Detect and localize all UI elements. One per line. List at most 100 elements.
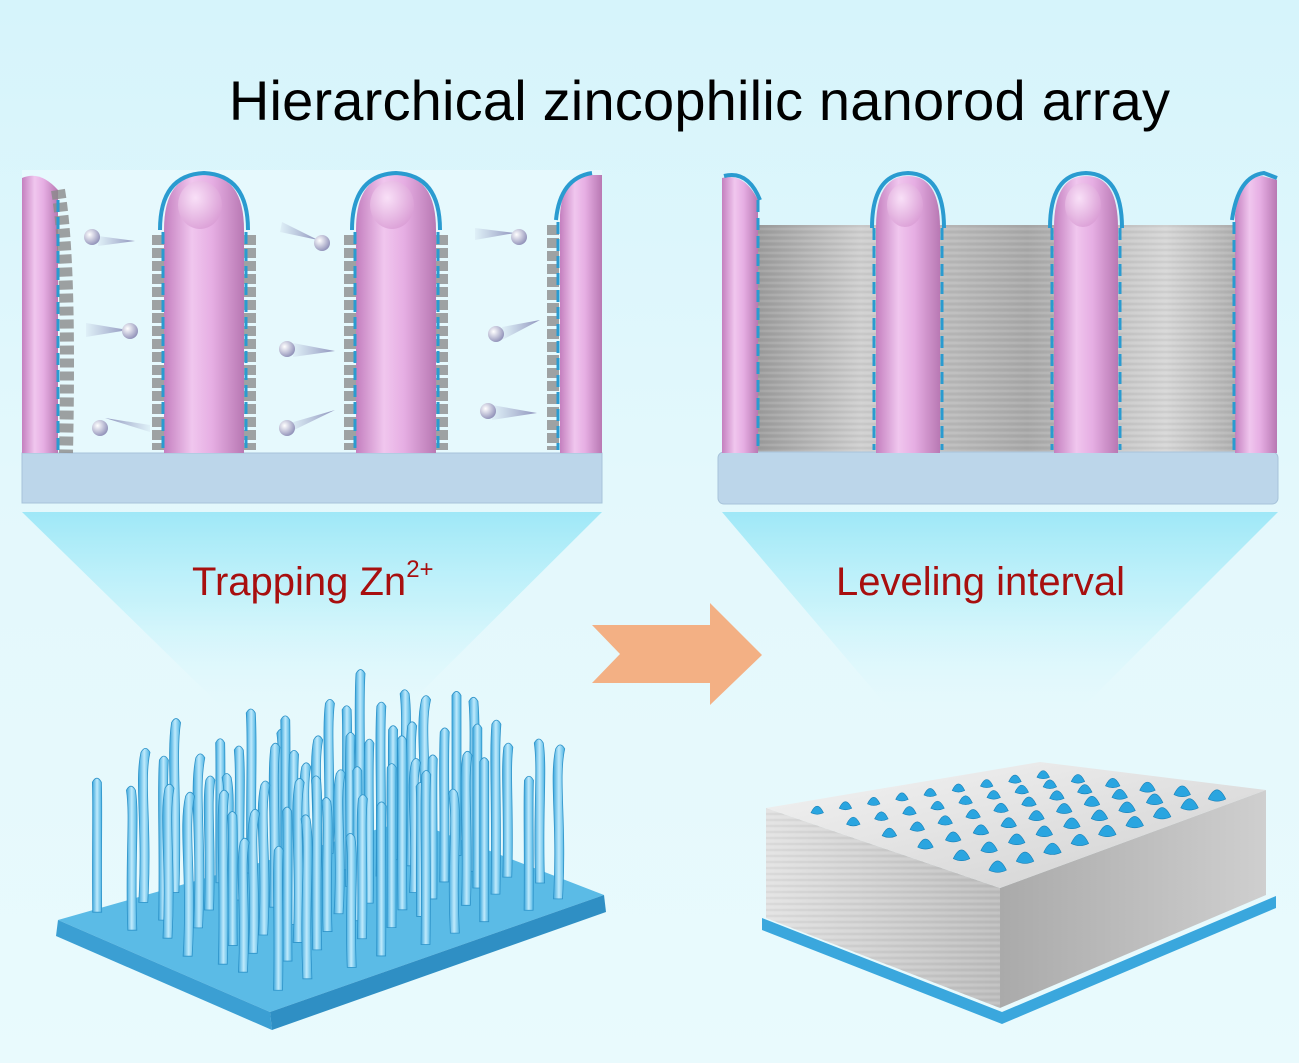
nanorod-tip [1105,778,1121,789]
nanorod-tip [1077,784,1093,795]
trapping-caption: Trapping Zn2+ [192,558,434,605]
nanorod-r1 [722,173,762,454]
nanorod-strand [227,811,238,946]
charge-superscript: 2+ [406,556,434,583]
nanorod-forest [91,669,566,991]
nanorod-tip [988,860,1007,873]
zn-ion [475,228,527,245]
zn-ion [86,323,138,339]
nanorod-strand [237,837,250,973]
right-panel [717,170,1279,505]
leveling-caption: Leveling interval [836,560,1126,604]
nanorod-tip [951,783,966,793]
zn-ion [279,341,335,357]
nanorod-tip [1118,801,1136,813]
nanorod-tip [1139,781,1156,793]
nanorod-strand [247,808,261,954]
nanorod-r2 [870,170,946,453]
nanorod-tip [1015,851,1035,864]
nanorod-tip [1207,789,1227,802]
nanorod-tip [986,790,1001,800]
nanorod-tip [846,816,861,827]
nanorod-strand [311,775,323,951]
zn-ion [280,222,330,251]
nanorod-forest-illustration [56,669,606,1030]
zn-ion [84,229,135,246]
nanorod-tip [867,796,881,806]
nanorod-strand [257,780,271,936]
nanorod-strand [490,719,502,895]
nanorod-strand [523,775,534,911]
nanorod-tip [930,800,945,811]
nanorod-tip [1056,803,1073,814]
nanorod-tip [958,795,973,805]
nanorod-tip [1070,774,1086,784]
nanorod-tip [1008,774,1022,784]
nanorod-tip [1098,825,1117,838]
nanorod-strand [333,769,346,915]
nanorod-tip [1000,817,1017,829]
left-funnel [22,512,602,725]
nanorod-strand [396,735,408,911]
zn-ions [84,222,540,436]
nanorod-strand [533,738,546,884]
nanorod-tip [1043,842,1062,855]
nanorod-strand [356,794,368,940]
nanorod-tip [952,849,971,861]
nanorod-tip [1042,779,1058,789]
nanorod-strand [282,806,293,962]
nanorod-tip [980,779,994,788]
nanorod-strand [217,789,230,965]
nanorod-tips [810,770,1227,873]
zn-ion [92,418,150,436]
nanorod-r3 [1048,170,1124,453]
nanorod-tip [993,802,1009,813]
process-arrow [592,603,762,705]
trapping-caption-text: Trapping Zn [192,560,407,604]
nanorod-strand [321,797,333,932]
nanorod-tip [810,805,824,815]
nanorod-strand [273,845,284,991]
left-panel [21,170,603,504]
nanorod-strand [552,744,566,900]
nanorod-strand [126,785,138,931]
right-funnel [722,512,1278,725]
nanorod-strand [192,753,206,929]
nanorod-strand [460,750,473,906]
nanorod-tip [980,841,998,853]
zn-ion [488,320,540,342]
zn-ion [279,410,335,436]
nanorod-strand [439,727,450,883]
nanorod-1 [22,175,74,454]
nanorod-3 [344,170,448,453]
nanorod-tip [1152,807,1172,820]
nanorod-tip [937,815,953,826]
nanorod-tip [874,811,889,821]
leveled-slab-illustration [762,762,1276,1024]
nanorod-strand [376,801,387,957]
nanorod-tip [1008,833,1026,845]
nanorod-tip [1021,796,1037,807]
nanorod-tip [972,824,990,836]
nanorod-tip [1111,788,1128,800]
nanorod-tip [1145,793,1164,805]
nanorod-tip [881,827,898,838]
zn-ion [480,403,537,420]
nanorod-tip [1036,770,1050,780]
figure-title: Hierarchical zincophilic nanorod array [228,69,1171,132]
nanorod-tip [1035,825,1053,837]
nanorod-strand [479,757,490,923]
nanorod-tip [1028,810,1045,821]
nanorod-tip [1173,785,1191,797]
nanorod-tip [1070,833,1090,846]
nanorod-tip [909,821,925,832]
nanorod-tip [1180,798,1199,811]
nanorod-tip [1083,796,1101,807]
nanorod-strand [182,791,196,957]
nanorod-tip [902,806,917,816]
left-substrate [21,452,603,504]
nanorod-tip [917,838,934,850]
nanorod-strand [420,770,432,945]
nanorod-strand [448,788,461,934]
